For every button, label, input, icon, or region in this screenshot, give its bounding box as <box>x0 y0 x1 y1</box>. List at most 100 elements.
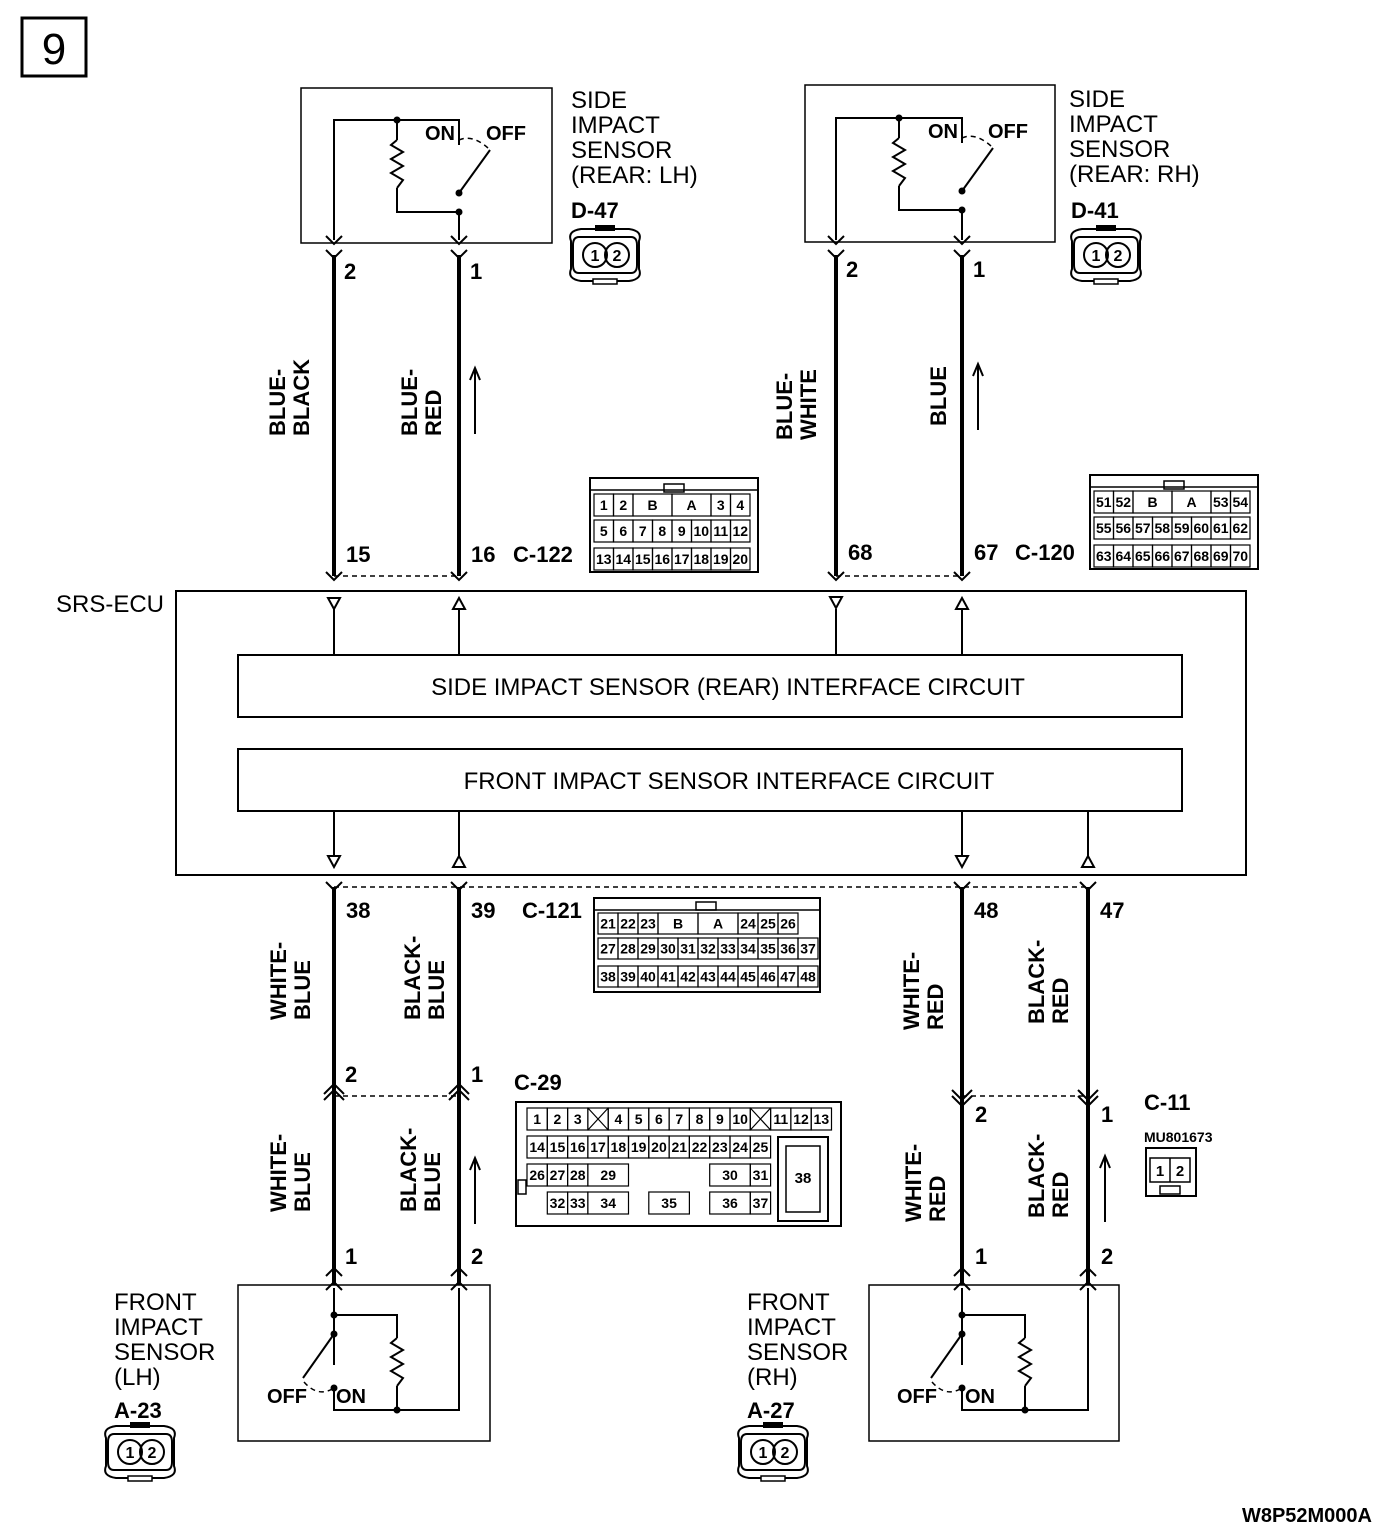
c29-pin: 36 <box>722 1195 738 1211</box>
c120-pin: 54 <box>1232 494 1248 510</box>
c121-pin: 25 <box>760 916 776 932</box>
c122-pin: 16 <box>654 551 670 567</box>
c29-pin: 2 <box>554 1111 562 1127</box>
c29-pin: 27 <box>550 1167 566 1183</box>
svg-text:BLUE: BLUE <box>926 366 951 426</box>
c120-pin: B <box>1147 494 1157 510</box>
svg-text:2: 2 <box>975 1102 987 1127</box>
c29-pin: 3 <box>574 1111 582 1127</box>
svg-text:FRONT IMPACT SENSOR INTERFACE: FRONT IMPACT SENSOR INTERFACE CIRCUIT <box>464 768 995 795</box>
c121-pin: 40 <box>640 969 656 985</box>
c120-pin: 64 <box>1115 548 1131 564</box>
c29-pin: 23 <box>712 1139 728 1155</box>
svg-text:BLACK-BLUE: BLACK-BLUE <box>396 1128 445 1212</box>
c29-pin: 25 <box>753 1139 769 1155</box>
c120-pin: 66 <box>1154 548 1170 564</box>
c29-pin: 18 <box>611 1139 627 1155</box>
c121-pin: 41 <box>660 969 676 985</box>
svg-text:OFF: OFF <box>897 1386 937 1408</box>
c120-pin: 58 <box>1154 520 1170 536</box>
c29-pin: 4 <box>614 1111 622 1127</box>
c29-pin: 13 <box>814 1111 830 1127</box>
svg-text:2: 2 <box>1176 1163 1184 1180</box>
c121-pin: 47 <box>780 969 796 985</box>
c29-pin: 9 <box>716 1111 724 1127</box>
c120-pin: 53 <box>1213 494 1229 510</box>
svg-text:1: 1 <box>975 1244 987 1269</box>
svg-text:2: 2 <box>344 259 356 284</box>
c121-pin: 23 <box>640 916 656 932</box>
c121-pin: 35 <box>760 941 776 957</box>
c121-pin: 26 <box>780 916 796 932</box>
svg-text:38: 38 <box>346 898 370 923</box>
c122-pin: 11 <box>713 523 728 539</box>
c121-pin: 42 <box>680 969 696 985</box>
c122-pin: 13 <box>596 551 612 567</box>
c121-pin: 34 <box>740 941 756 957</box>
svg-text:WHITE-BLUE: WHITE-BLUE <box>266 1134 315 1212</box>
c121-pin: 22 <box>620 916 636 932</box>
c122-pin: 18 <box>693 551 709 567</box>
c29-pin: 10 <box>732 1111 748 1127</box>
svg-text:38: 38 <box>795 1170 812 1187</box>
c122-pin: 8 <box>658 523 666 539</box>
svg-text:BLACK-RED: BLACK-RED <box>1024 940 1073 1024</box>
svg-text:67: 67 <box>974 540 998 565</box>
svg-text:1: 1 <box>591 248 600 265</box>
svg-text:BLACK-RED: BLACK-RED <box>1024 1134 1073 1218</box>
svg-text:15: 15 <box>346 542 370 567</box>
svg-text:A-23: A-23 <box>114 1398 162 1423</box>
connector-c11: C-11 MU801673 1 2 <box>1144 1090 1213 1197</box>
c122-pin: 10 <box>693 523 709 539</box>
c120-pin: 68 <box>1193 548 1209 564</box>
c29-pin: 7 <box>675 1111 683 1127</box>
c120-pin: 70 <box>1232 548 1248 564</box>
c120-pin: A <box>1186 494 1196 510</box>
c121-pin: B <box>673 916 683 932</box>
c29-pin: 29 <box>600 1167 616 1183</box>
c29-pin: 11 <box>773 1111 788 1127</box>
c29-pin: 16 <box>570 1139 586 1155</box>
c120-pin: 61 <box>1213 520 1229 536</box>
svg-text:WHITE-RED: WHITE-RED <box>899 952 948 1030</box>
svg-text:1: 1 <box>470 259 482 284</box>
c122-pin: 3 <box>717 497 725 513</box>
c122-pin: 14 <box>615 551 631 567</box>
svg-text:C-122: C-122 <box>513 542 573 567</box>
c29-pin: 12 <box>793 1111 809 1127</box>
svg-text:A-27: A-27 <box>747 1398 795 1423</box>
svg-text:C-121: C-121 <box>522 898 582 923</box>
svg-text:BLUE-RED: BLUE-RED <box>397 369 446 436</box>
c120-pin: 55 <box>1096 520 1112 536</box>
c120-pin: 65 <box>1135 548 1151 564</box>
c29-pin: 1 <box>533 1111 541 1127</box>
c121-pin: 21 <box>600 916 616 932</box>
c29-pin: 31 <box>753 1167 769 1183</box>
svg-text:D-41: D-41 <box>1071 198 1119 223</box>
c122-pin: 7 <box>639 523 647 539</box>
c122-pin: 1 <box>600 497 608 513</box>
svg-text:47: 47 <box>1100 898 1124 923</box>
c29-pin: 30 <box>722 1167 738 1183</box>
c120-pin: 67 <box>1174 548 1190 564</box>
c121-pin: 27 <box>600 941 616 957</box>
c29-pin: 19 <box>631 1139 647 1155</box>
c29-pin: 17 <box>590 1139 606 1155</box>
c120-pin: 51 <box>1096 494 1112 510</box>
c29-pin: 6 <box>655 1111 663 1127</box>
c121-pin: 36 <box>780 941 796 957</box>
c29-pin: 28 <box>570 1167 586 1183</box>
svg-text:ON: ON <box>425 123 455 145</box>
c122-pin: 2 <box>619 497 627 513</box>
svg-text:1: 1 <box>973 257 985 282</box>
c29-pin: 24 <box>732 1139 748 1155</box>
svg-text:D-47: D-47 <box>571 198 619 223</box>
svg-text:39: 39 <box>471 898 495 923</box>
